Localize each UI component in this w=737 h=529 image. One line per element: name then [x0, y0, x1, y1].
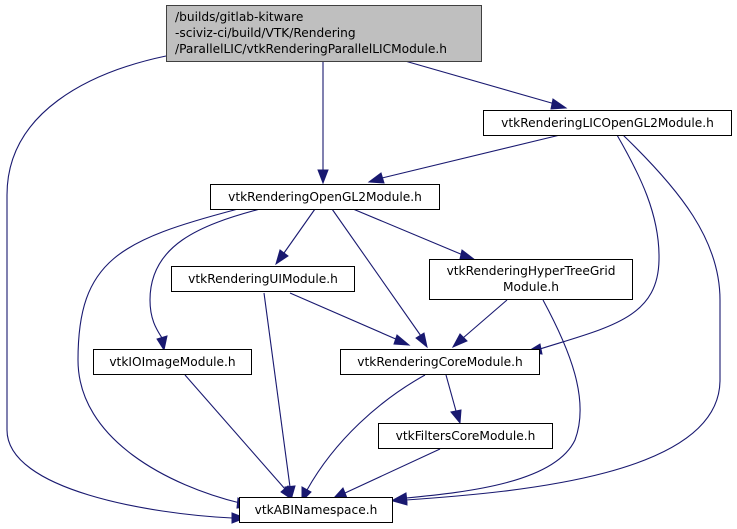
node-abi-label: vtkABINamespace.h — [255, 503, 378, 517]
edge-core-filters — [445, 374, 462, 425]
node-vtkRenderingHyperTreeGridModule[interactable]: vtkRenderingHyperTreeGrid Module.h — [429, 259, 633, 300]
edge-lic-abi — [391, 134, 721, 506]
edge-ogl-core — [331, 208, 428, 349]
edge-root-abi — [6, 55, 247, 524]
node-ui-label: vtkRenderingUIModule.h — [188, 272, 338, 286]
node-vtkFiltersCoreModule[interactable]: vtkFiltersCoreModule.h — [378, 423, 553, 449]
node-vtkRenderingUIModule[interactable]: vtkRenderingUIModule.h — [171, 266, 355, 292]
node-htg-line-1: vtkRenderingHyperTreeGrid — [447, 264, 616, 278]
edge-io-abi — [184, 374, 294, 502]
node-root-line-1: /builds/gitlab-kitware — [175, 10, 303, 24]
node-vtkRenderingOpenGL2Module[interactable]: vtkRenderingOpenGL2Module.h — [210, 184, 440, 210]
node-root[interactable]: /builds/gitlab-kitware -sciviz-ci/build/… — [166, 5, 482, 62]
edge-htg-core — [451, 299, 508, 349]
node-vtkIOImageModule[interactable]: vtkIOImageModule.h — [93, 349, 252, 375]
edge-root-ogl — [317, 61, 329, 185]
edge-filters-abi — [331, 448, 441, 500]
edge-ui-core — [289, 292, 411, 346]
edge-ogl-htg — [352, 208, 477, 261]
node-root-line-3: /ParallelLIC/vtkRenderingParallelLICModu… — [175, 42, 447, 56]
node-core-label: vtkRenderingCoreModule.h — [357, 355, 522, 369]
node-htg-line-2: Module.h — [503, 280, 559, 294]
edge-htg-abi — [391, 299, 581, 504]
node-vtkRenderingCoreModule[interactable]: vtkRenderingCoreModule.h — [340, 349, 540, 375]
edge-lic-core — [525, 134, 660, 355]
node-ogl-label: vtkRenderingOpenGL2Module.h — [228, 190, 422, 204]
node-vtkRenderingLICOpenGL2Module[interactable]: vtkRenderingLICOpenGL2Module.h — [483, 110, 732, 136]
edge-ogl-io — [149, 208, 261, 352]
edge-lic-ogl — [367, 134, 561, 184]
node-root-line-2: -sciviz-ci/build/VTK/Rendering — [175, 26, 356, 40]
edge-root-lic — [404, 60, 568, 110]
edge-ui-abi — [263, 292, 296, 502]
node-vtkABINamespace[interactable]: vtkABINamespace.h — [239, 497, 393, 523]
node-lic-label: vtkRenderingLICOpenGL2Module.h — [501, 116, 714, 130]
node-io-label: vtkIOImageModule.h — [109, 355, 235, 369]
edge-ogl-ui — [275, 208, 316, 266]
node-filters-label: vtkFiltersCoreModule.h — [396, 429, 536, 443]
